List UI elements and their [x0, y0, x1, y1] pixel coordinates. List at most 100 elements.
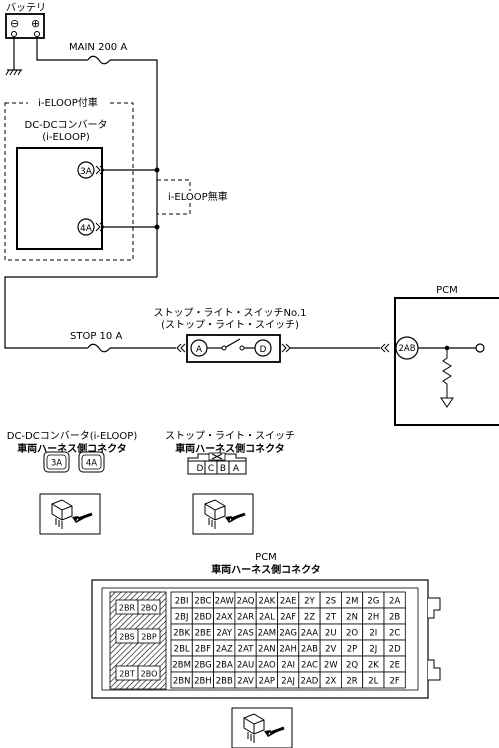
pcm-pin-cell	[137, 599, 161, 615]
no-eloop-label: i-ELOOP無車	[168, 190, 228, 203]
connector-view-icon	[192, 493, 254, 535]
pcm-pin-label: 2BS	[119, 633, 135, 642]
pcm-pin-label: 2A	[389, 597, 400, 607]
pcm-pin-label: 2AV	[237, 677, 254, 687]
pcm-pin-label: 2G	[367, 597, 379, 607]
pcm-pin-label: 2BI	[175, 597, 189, 607]
pcm-pin-label: 2BT	[119, 670, 135, 679]
pin-3a-circle	[77, 161, 95, 179]
pcm-pin-label: 2AW	[215, 597, 235, 607]
pcm-pin-label: 2W	[324, 661, 338, 671]
pcm-pin-label: 2AK	[258, 597, 275, 607]
dcdc-converter-box	[16, 147, 103, 250]
pcm-pin-label: 2AY	[216, 629, 233, 639]
pcm-pin-label: 2BO	[141, 670, 158, 679]
switch-connector-pin: A	[233, 464, 240, 474]
pcm-pin-label: 2R	[346, 677, 357, 687]
dcdc-connector-caption: DC-DCコンバータ(i-ELOOP)	[7, 430, 138, 442]
pcm-pin-label: 2BM	[172, 661, 191, 671]
dcdc-connector-caption-2: 車両ハーネス側コネクタ	[17, 442, 127, 455]
main-wire-2	[110, 59, 158, 277]
pcm-box	[394, 297, 499, 426]
pcm-pin-label: 2Y	[304, 597, 315, 607]
switch-title: ストップ・ライト・スイッチNo.1	[154, 307, 307, 319]
pcm-pin-label: 2AI	[281, 661, 295, 671]
pcm-pin-label: 2H	[367, 613, 379, 623]
pcm-pin-label: 2AL	[259, 613, 275, 623]
pcm-pin-cell	[137, 628, 161, 644]
switch-connector-pin: D	[197, 464, 204, 474]
pcm-connector-caption: PCM	[255, 552, 277, 563]
pcm-pin-label: 2AB	[301, 645, 318, 655]
pcm-pin-label: 2V	[325, 645, 336, 655]
switch-connector-pin: B	[220, 464, 226, 474]
battery: バッテリ ⊖ ⊕	[5, 2, 46, 39]
pcm-pin-label: 2AD	[301, 677, 319, 687]
battery-plus-icon: ⊕	[31, 17, 40, 30]
connector-view-icon	[39, 493, 101, 535]
connector-chevron-icon	[380, 343, 390, 353]
pcm-pin-label: 2P	[347, 645, 358, 655]
pcm-pin-label: 2AF	[280, 613, 296, 623]
pcm-pin-label: 2B	[389, 613, 400, 623]
pcm-pin-label: 2U	[325, 629, 337, 639]
pcm-pin-label: 2BK	[173, 629, 190, 639]
pcm-pin-cell	[383, 671, 406, 689]
dcdc-connector-pin: 4A	[86, 459, 97, 469]
pcm-pin-label: 2BN	[173, 677, 191, 687]
pcm-pin-label: 2K	[368, 661, 379, 671]
switch-connector-caption: ストップ・ライト・スイッチ	[165, 430, 295, 442]
pin-3a-label: 3A	[80, 167, 93, 177]
pcm-pin-label: 2BF	[195, 645, 211, 655]
pcm-pin-label: 2AC	[301, 661, 318, 671]
switch-contact-icon	[207, 338, 255, 351]
pcm-pin-label: 2Q	[346, 661, 358, 671]
pcm-pin-label: 2BG	[194, 661, 212, 671]
pcm-pin-label: 2BJ	[175, 613, 189, 623]
pcm-pin-label: 2AX	[216, 613, 233, 623]
pcm-pin-label: 2AN	[258, 645, 276, 655]
main-fuse-icon	[87, 55, 111, 65]
pcm-pin-label: 2BP	[141, 633, 157, 642]
pcm-pin-label: 2BQ	[141, 604, 158, 613]
pcm-pin-label: 2O	[346, 629, 358, 639]
pcm-pin-label: 2AR	[237, 613, 254, 623]
eloop-group-label: i-ELOOP付車	[38, 96, 98, 109]
pcm-pin-label: 2AP	[259, 677, 275, 687]
pcm-pin-label: 2J	[369, 645, 377, 655]
stop-fuse-icon	[87, 343, 111, 353]
pcm-pin-label: 2T	[325, 613, 336, 623]
connector-chevron-icon	[281, 343, 291, 353]
battery-label: バッテリ	[6, 2, 46, 14]
junction-dot	[154, 224, 160, 230]
pcm-pin-label: 2BC	[194, 597, 211, 607]
dcdc-connector-pin: 3A	[51, 459, 62, 469]
pcm-pin-label: 2BL	[174, 645, 190, 655]
connector-view-icon	[231, 707, 293, 748]
switch-connector-pin: C	[208, 464, 214, 474]
pcm-pin-label: 2AG	[279, 629, 297, 639]
ground-icon	[5, 36, 22, 76]
dcdc-connector-face: 3A 4A	[43, 451, 105, 473]
pcm-pin-label: 2BB	[216, 677, 233, 687]
pcm-pin-label: 2D	[389, 645, 401, 655]
connector-chevron-icon	[176, 343, 186, 353]
pcm-pin-label: 2AQ	[237, 597, 255, 607]
pcm-title: PCM	[436, 285, 458, 296]
pcm-pin-label: 2F	[389, 677, 399, 687]
ground-icon	[440, 397, 454, 408]
resistor-icon	[442, 348, 452, 398]
pcm-pin-label: 2BH	[194, 677, 212, 687]
pcm-pin-label: 2Z	[304, 613, 315, 623]
switch-pin-a-label: A	[196, 345, 203, 355]
pcm-pin-label: 2AM	[258, 629, 277, 639]
stop-switch-box	[186, 334, 281, 363]
pcm-connector-caption-2: 車両ハーネス側コネクタ	[211, 563, 321, 576]
main-fuse-label: MAIN 200 A	[69, 42, 127, 53]
stop-fuse-label: STOP 10 A	[70, 331, 122, 342]
pcm-pin-label: 2AS	[237, 629, 254, 639]
pcm-pin-label: 2C	[389, 629, 400, 639]
pcm-pin-label: 2AT	[238, 645, 255, 655]
